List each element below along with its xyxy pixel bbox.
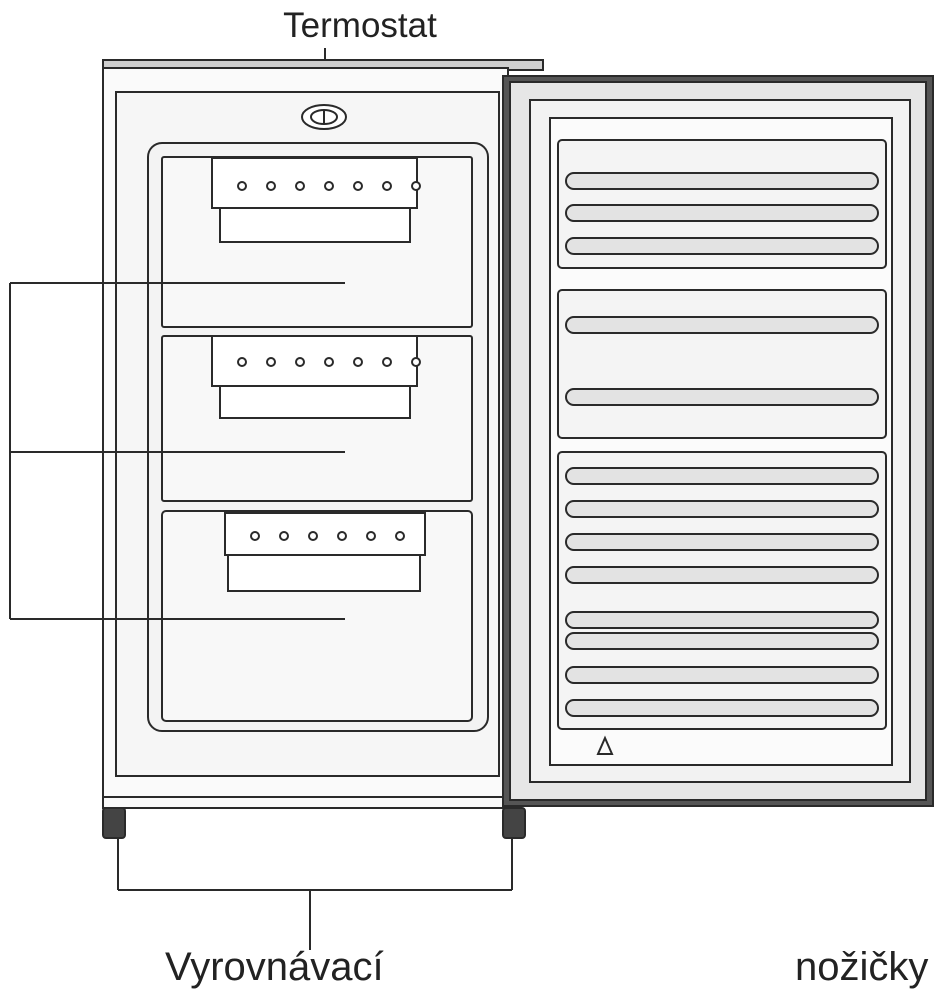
drawer-hole <box>295 181 305 191</box>
drawer-hole <box>366 531 376 541</box>
door-rib <box>565 204 879 222</box>
drawer-hole <box>411 181 421 191</box>
door-rib <box>565 566 879 584</box>
foot-right <box>502 807 526 839</box>
drawer-hole <box>324 181 334 191</box>
drawer-hole <box>337 531 347 541</box>
door-rib <box>565 611 879 629</box>
drawer-hole <box>382 357 392 367</box>
drawer-hole <box>266 357 276 367</box>
drawer-hole <box>237 357 247 367</box>
drawer-hole <box>308 531 318 541</box>
label-feet: nožičky <box>795 945 929 989</box>
door-rib <box>565 237 879 255</box>
drawer-hole <box>295 357 305 367</box>
drawer-hole <box>353 181 363 191</box>
door-rib <box>565 699 879 717</box>
drawer-hole <box>353 357 363 367</box>
drawer-hole <box>395 531 405 541</box>
drawer-hole <box>237 181 247 191</box>
foot-left <box>102 807 126 839</box>
door-rib <box>565 533 879 551</box>
door-shelf-2 <box>557 289 887 439</box>
drawer-hole <box>250 531 260 541</box>
door-rib <box>565 500 879 518</box>
drawer-hole <box>279 531 289 541</box>
door-rib <box>565 632 879 650</box>
drawer-hole <box>324 357 334 367</box>
door-rib <box>565 467 879 485</box>
door-symbol-icon <box>596 735 614 755</box>
label-thermostat: Termostat <box>283 6 437 45</box>
door-rib <box>565 172 879 190</box>
door-rib <box>565 666 879 684</box>
drawer-hole <box>266 181 276 191</box>
drawer-hole <box>382 181 392 191</box>
door-shelf-3 <box>557 451 887 730</box>
door-rib <box>565 316 879 334</box>
drawer-hole <box>411 357 421 367</box>
door-rib <box>565 388 879 406</box>
label-leveling: Vyrovnávací <box>165 945 384 989</box>
